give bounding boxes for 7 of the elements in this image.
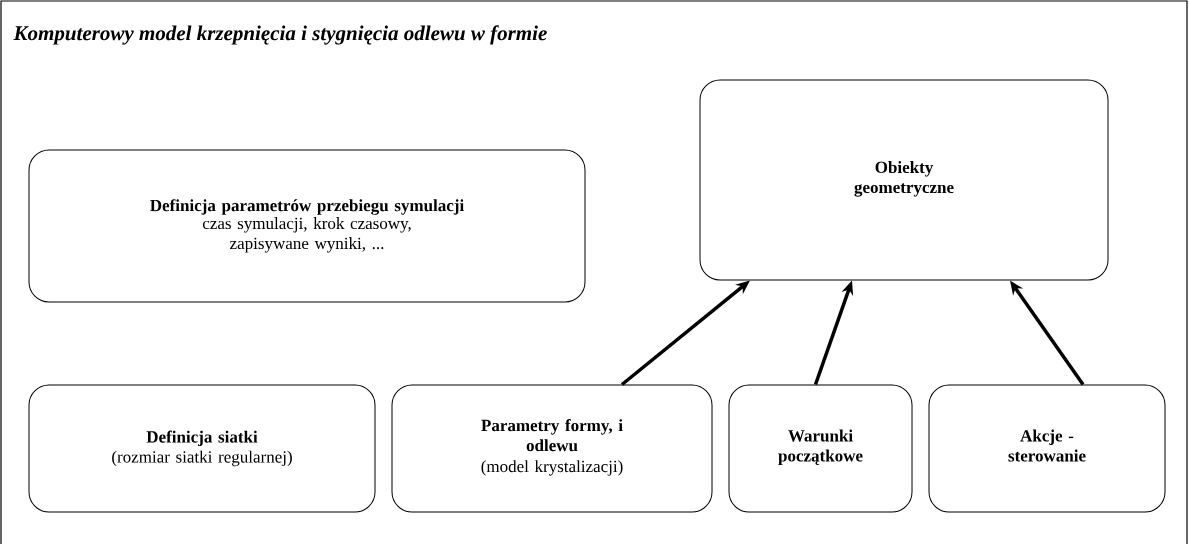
box: Akcje - sterowanie [928, 384, 1166, 513]
box: Definicja parametrów przebiegu symulacji czas symulacji, krok czasowy, zapisywane wyniki, ... [28, 149, 586, 303]
box: Definicja siatki (rozmiar siatki regularnej) [28, 384, 376, 513]
box: Obiekty geometryczne [699, 79, 1109, 281]
title: Komputerowy model krzepnięcia i stygnięcia odlewu w formie [13, 25, 547, 45]
box: Warunki początkowe [728, 384, 913, 513]
box: Parametry formy, i odlewu (model krystalizacji) [391, 384, 713, 513]
